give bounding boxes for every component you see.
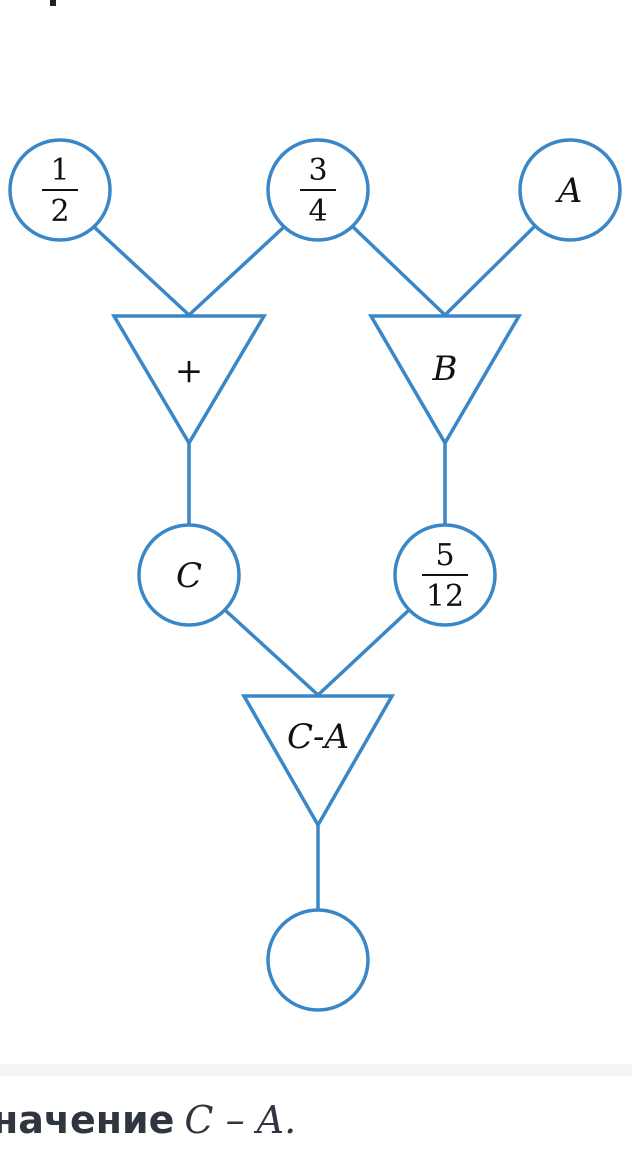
edge-half-to-plus <box>91 224 191 317</box>
edge-three-quarters-to-plus <box>187 224 287 317</box>
section-divider <box>0 1064 632 1076</box>
node-operator-plus: + <box>110 314 268 447</box>
flow-diagram: 1 2 3 4 A + B C 5 12 C-A <box>8 138 622 1012</box>
caption-expression: C – A. <box>184 1098 297 1142</box>
denominator: 4 <box>308 194 327 229</box>
node-operator-b: B <box>367 314 523 447</box>
edge-five-twelfths-to-c-minus-a <box>316 608 411 697</box>
node-label: C <box>176 556 202 596</box>
node-operator-c-minus-a: C-A <box>240 694 396 829</box>
caption-word: начение <box>0 1098 175 1142</box>
node-input-half: 1 2 <box>8 138 112 242</box>
edges <box>91 224 537 910</box>
node-label: C-A <box>287 717 349 757</box>
edge-c-to-c-minus-a <box>223 608 320 697</box>
node-c: C <box>137 523 241 627</box>
node-input-a: A <box>518 138 622 242</box>
numerator: 5 <box>435 538 454 573</box>
node-output-empty <box>266 908 370 1012</box>
numerator: 1 <box>50 153 69 188</box>
denominator: 2 <box>50 194 69 229</box>
node-label: + <box>175 351 204 391</box>
node-label: B <box>432 349 458 389</box>
cropped-text-fragment <box>50 0 56 6</box>
edge-three-quarters-to-b <box>350 224 447 317</box>
numerator: 3 <box>308 153 327 188</box>
node-five-twelfths: 5 12 <box>393 523 497 627</box>
node-input-three-quarters: 3 4 <box>266 138 370 242</box>
edge-a-to-b <box>443 224 537 317</box>
node-label: A <box>555 171 583 211</box>
denominator: 12 <box>426 579 464 614</box>
